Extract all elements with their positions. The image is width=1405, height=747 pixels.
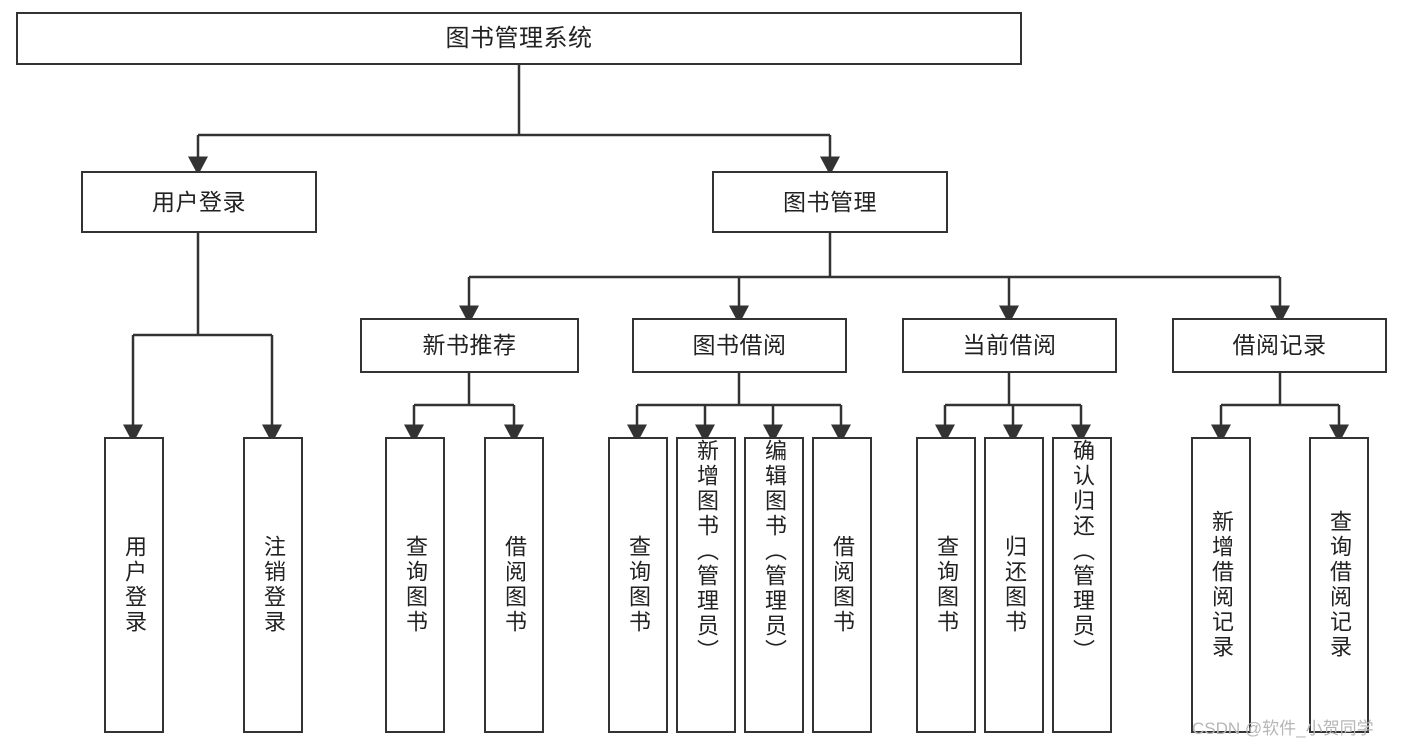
leaf-borrow-book-recommend[interactable]: 借阅图书	[484, 437, 544, 733]
leaf-add-borrow-record[interactable]: 新增借阅记录	[1191, 437, 1251, 733]
node-label: 用户登录	[152, 188, 246, 215]
leaf-edit-book[interactable]: 编辑图书（管理员）	[744, 437, 804, 733]
leaf-query-book-borrow[interactable]: 查询图书	[608, 437, 668, 733]
node-label: 当前借阅	[962, 332, 1057, 359]
node-label: 借阅记录	[1232, 332, 1327, 359]
node-label: 确认归还（管理员）	[1070, 439, 1095, 664]
node-label: 图书管理	[783, 188, 877, 215]
node-user-login[interactable]: 用户登录	[81, 171, 317, 233]
leaf-user-logout[interactable]: 注销登录	[243, 437, 303, 733]
leaf-user-login[interactable]: 用户登录	[104, 437, 164, 733]
leaf-query-book-current[interactable]: 查询图书	[916, 437, 976, 733]
node-label: 借阅图书	[502, 535, 527, 635]
node-current-borrow[interactable]: 当前借阅	[902, 318, 1117, 373]
node-label: 借阅图书	[830, 535, 855, 635]
csdn-watermark: CSDN @软件_小贺同学	[1192, 719, 1374, 738]
node-root-system[interactable]: 图书管理系统	[16, 12, 1022, 65]
node-label: 查询图书	[626, 535, 651, 635]
node-book-management[interactable]: 图书管理	[712, 171, 948, 233]
leaf-confirm-return[interactable]: 确认归还（管理员）	[1052, 437, 1112, 733]
node-label: 用户登录	[122, 535, 147, 635]
leaf-query-borrow-record[interactable]: 查询借阅记录	[1309, 437, 1369, 733]
node-label: 图书管理系统	[445, 24, 593, 52]
node-label: 编辑图书（管理员）	[762, 439, 787, 664]
node-label: 图书借阅	[692, 332, 787, 359]
node-new-book-recommend[interactable]: 新书推荐	[360, 318, 579, 373]
leaf-query-book-recommend[interactable]: 查询图书	[385, 437, 445, 733]
node-label: 归还图书	[1002, 535, 1027, 635]
leaf-borrow-book-borrow[interactable]: 借阅图书	[812, 437, 872, 733]
node-book-borrow[interactable]: 图书借阅	[632, 318, 847, 373]
node-label: 新书推荐	[422, 332, 517, 359]
node-label: 注销登录	[261, 535, 286, 635]
node-label: 新增借阅记录	[1209, 510, 1234, 660]
leaf-add-book[interactable]: 新增图书（管理员）	[676, 437, 736, 733]
node-borrow-record[interactable]: 借阅记录	[1172, 318, 1387, 373]
node-label: 新增图书（管理员）	[694, 439, 719, 664]
leaf-return-book[interactable]: 归还图书	[984, 437, 1044, 733]
node-label: 查询图书	[403, 535, 428, 635]
node-label: 查询图书	[934, 535, 959, 635]
node-label: 查询借阅记录	[1327, 510, 1352, 660]
